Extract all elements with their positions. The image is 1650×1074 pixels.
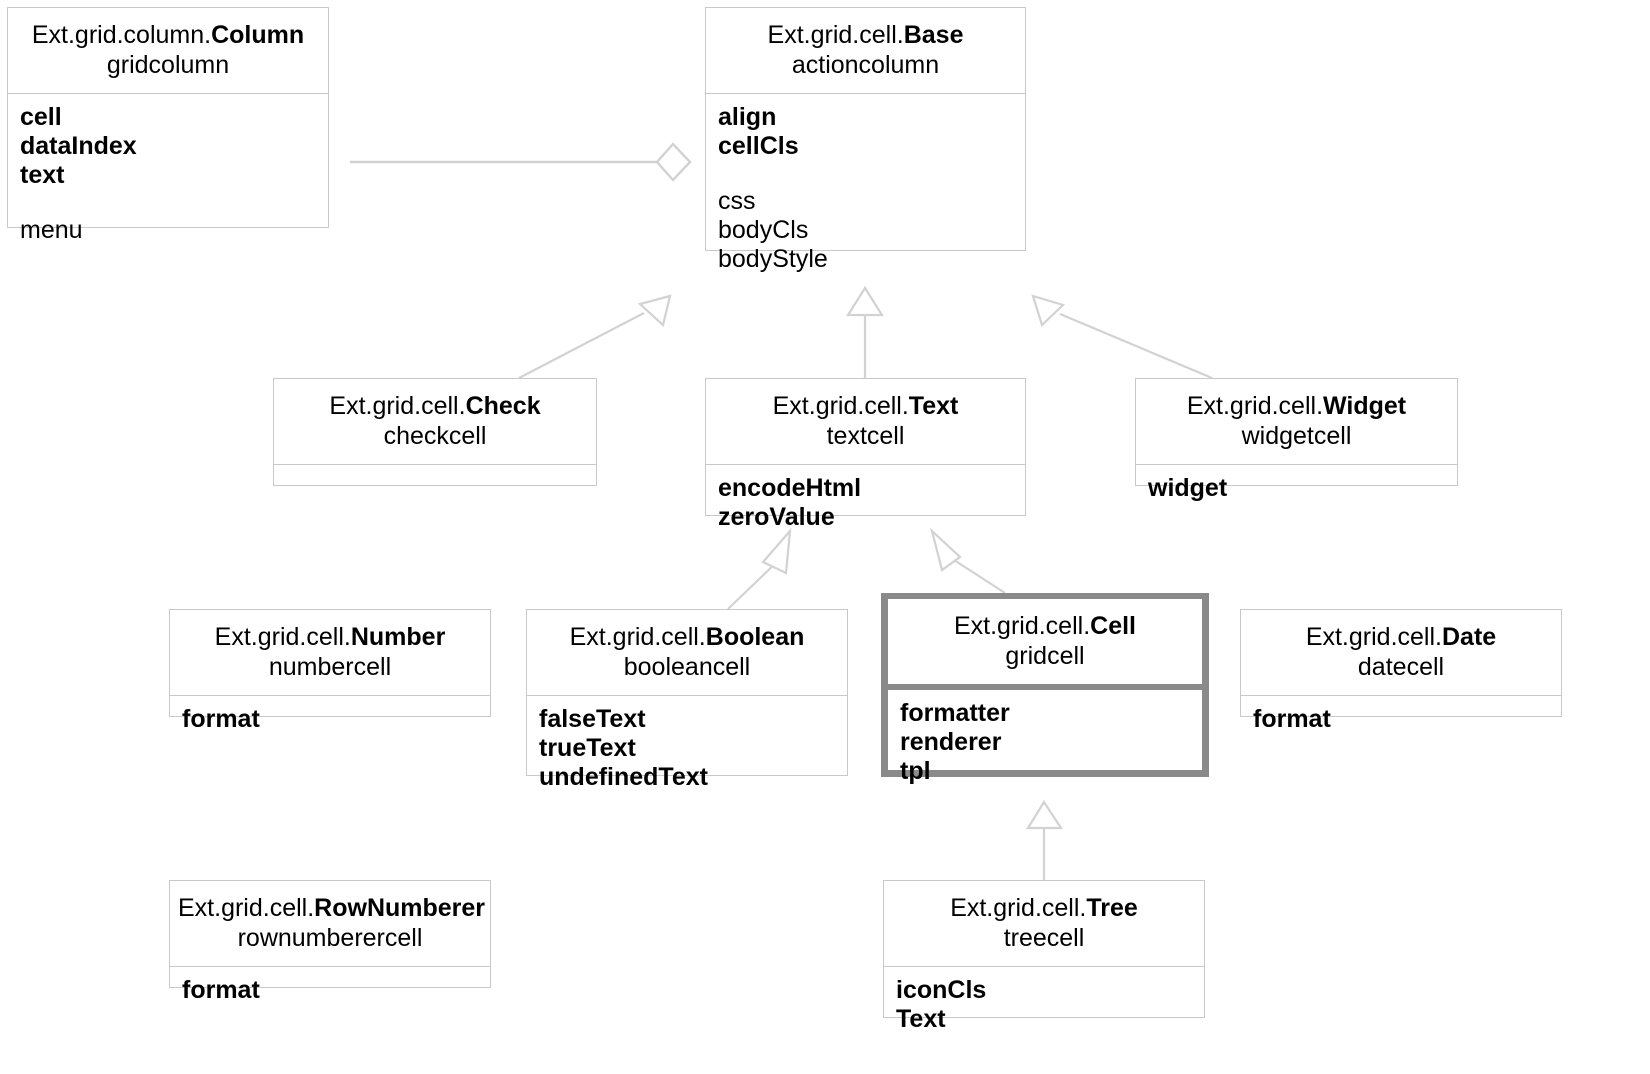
- class-box-cell[interactable]: Ext.grid.cell.Cell gridcell formatter re…: [881, 593, 1209, 785]
- class-member: align: [718, 102, 777, 131]
- class-body-cell: formatter renderer tpl: [888, 690, 1202, 800]
- class-box-rownumberer[interactable]: Ext.grid.cell.RowNumberer rownumberercel…: [169, 880, 491, 1004]
- class-box-check[interactable]: Ext.grid.cell.Check checkcell: [273, 378, 597, 486]
- relation-column-base-aggregation: [350, 142, 692, 182]
- relation-text-base-generalization: [846, 285, 884, 378]
- class-name-widget: Ext.grid.cell.Widget: [1186, 392, 1407, 420]
- class-member: formatter: [900, 698, 1010, 727]
- class-alias-base: actioncolumn: [791, 51, 940, 80]
- class-member: format: [1253, 704, 1331, 733]
- class-box-text[interactable]: Ext.grid.cell.Text textcell encodeHtml z…: [705, 378, 1026, 531]
- class-header-base: Ext.grid.cell.Base actioncolumn: [706, 8, 1025, 94]
- class-member: widget: [1148, 473, 1228, 502]
- class-alias-date: datecell: [1357, 653, 1445, 682]
- class-header-widget: Ext.grid.cell.Widget widgetcell: [1136, 379, 1457, 465]
- class-member: bodyStyle: [718, 244, 828, 273]
- class-header-boolean: Ext.grid.cell.Boolean booleancell: [527, 610, 847, 696]
- class-alias-check: checkcell: [383, 422, 487, 451]
- class-member: menu: [20, 215, 83, 244]
- class-alias-number: numbercell: [268, 653, 392, 682]
- class-member: format: [182, 975, 260, 1004]
- class-body-check: [274, 465, 596, 486]
- class-member: Text: [896, 1004, 946, 1033]
- class-alias-cell: gridcell: [1005, 642, 1085, 671]
- class-member: zeroValue: [718, 502, 835, 531]
- class-header-text: Ext.grid.cell.Text textcell: [706, 379, 1025, 465]
- class-member: encodeHtml: [718, 473, 862, 502]
- class-body-boolean: falseText trueText undefinedText: [527, 696, 847, 806]
- class-alias-column: gridcolumn: [106, 51, 230, 80]
- class-box-column[interactable]: Ext.grid.column.Column gridcolumn cell d…: [7, 7, 329, 244]
- class-header-rownumberer: Ext.grid.cell.RowNumberer rownumberercel…: [170, 881, 490, 967]
- class-body-base: align cellCls css bodyCls bodyStyle: [706, 94, 1025, 288]
- class-member: css: [718, 186, 756, 215]
- class-body-widget: widget: [1136, 465, 1457, 517]
- relation-widget-base-generalization: [1031, 294, 1213, 380]
- class-header-cell: Ext.grid.cell.Cell gridcell: [888, 599, 1202, 690]
- class-box-widget[interactable]: Ext.grid.cell.Widget widgetcell widget: [1135, 378, 1458, 502]
- class-box-number[interactable]: Ext.grid.cell.Number numbercell format: [169, 609, 491, 733]
- class-name-column: Ext.grid.column.Column: [31, 21, 305, 49]
- class-alias-boolean: booleancell: [623, 653, 751, 682]
- class-header-number: Ext.grid.cell.Number numbercell: [170, 610, 490, 696]
- class-member-spacer: [718, 161, 1013, 187]
- class-header-check: Ext.grid.cell.Check checkcell: [274, 379, 596, 465]
- relation-check-base-generalization: [518, 294, 672, 379]
- class-member: dataIndex: [20, 131, 137, 160]
- class-member: trueText: [539, 733, 636, 762]
- class-member: falseText: [539, 704, 646, 733]
- class-name-text: Ext.grid.cell.Text: [772, 392, 959, 420]
- class-member: renderer: [900, 727, 1002, 756]
- class-alias-rownumberer: rownumberercell: [237, 924, 423, 953]
- class-member: format: [182, 704, 260, 733]
- class-box-date[interactable]: Ext.grid.cell.Date datecell format: [1240, 609, 1562, 733]
- class-name-cell: Ext.grid.cell.Cell: [953, 612, 1137, 640]
- class-alias-tree: treecell: [1003, 924, 1085, 953]
- class-body-column: cell dataIndex text menu: [8, 94, 328, 259]
- class-member: undefinedText: [539, 762, 708, 791]
- class-name-number: Ext.grid.cell.Number: [214, 623, 446, 651]
- class-member: text: [20, 160, 65, 189]
- class-box-boolean[interactable]: Ext.grid.cell.Boolean booleancell falseT…: [526, 609, 848, 791]
- relation-tree-cell-generalization: [1026, 799, 1064, 880]
- class-member-spacer: [20, 190, 316, 216]
- class-member: tpl: [900, 756, 931, 785]
- class-box-tree[interactable]: Ext.grid.cell.Tree treecell iconCls Text: [883, 880, 1205, 1033]
- class-name-check: Ext.grid.cell.Check: [329, 392, 541, 420]
- class-member: cell: [20, 102, 62, 131]
- class-body-tree: iconCls Text: [884, 967, 1204, 1048]
- class-member: cellCls: [718, 131, 799, 160]
- class-name-tree: Ext.grid.cell.Tree: [950, 894, 1138, 922]
- class-name-base: Ext.grid.cell.Base: [767, 21, 964, 49]
- class-name-rownumberer: Ext.grid.cell.RowNumberer: [178, 894, 486, 922]
- class-body-rownumberer: format: [170, 967, 490, 1019]
- class-member: iconCls: [896, 975, 987, 1004]
- class-alias-widget: widgetcell: [1241, 422, 1352, 451]
- class-name-date: Ext.grid.cell.Date: [1305, 623, 1497, 651]
- class-body-text: encodeHtml zeroValue: [706, 465, 1025, 546]
- class-member: bodyCls: [718, 215, 809, 244]
- class-header-date: Ext.grid.cell.Date datecell: [1241, 610, 1561, 696]
- class-header-tree: Ext.grid.cell.Tree treecell: [884, 881, 1204, 967]
- class-body-number: format: [170, 696, 490, 748]
- class-alias-text: textcell: [826, 422, 905, 451]
- class-header-column: Ext.grid.column.Column gridcolumn: [8, 8, 328, 94]
- class-body-date: format: [1241, 696, 1561, 748]
- class-box-base[interactable]: Ext.grid.cell.Base actioncolumn align ce…: [705, 7, 1026, 273]
- class-name-boolean: Ext.grid.cell.Boolean: [569, 623, 805, 651]
